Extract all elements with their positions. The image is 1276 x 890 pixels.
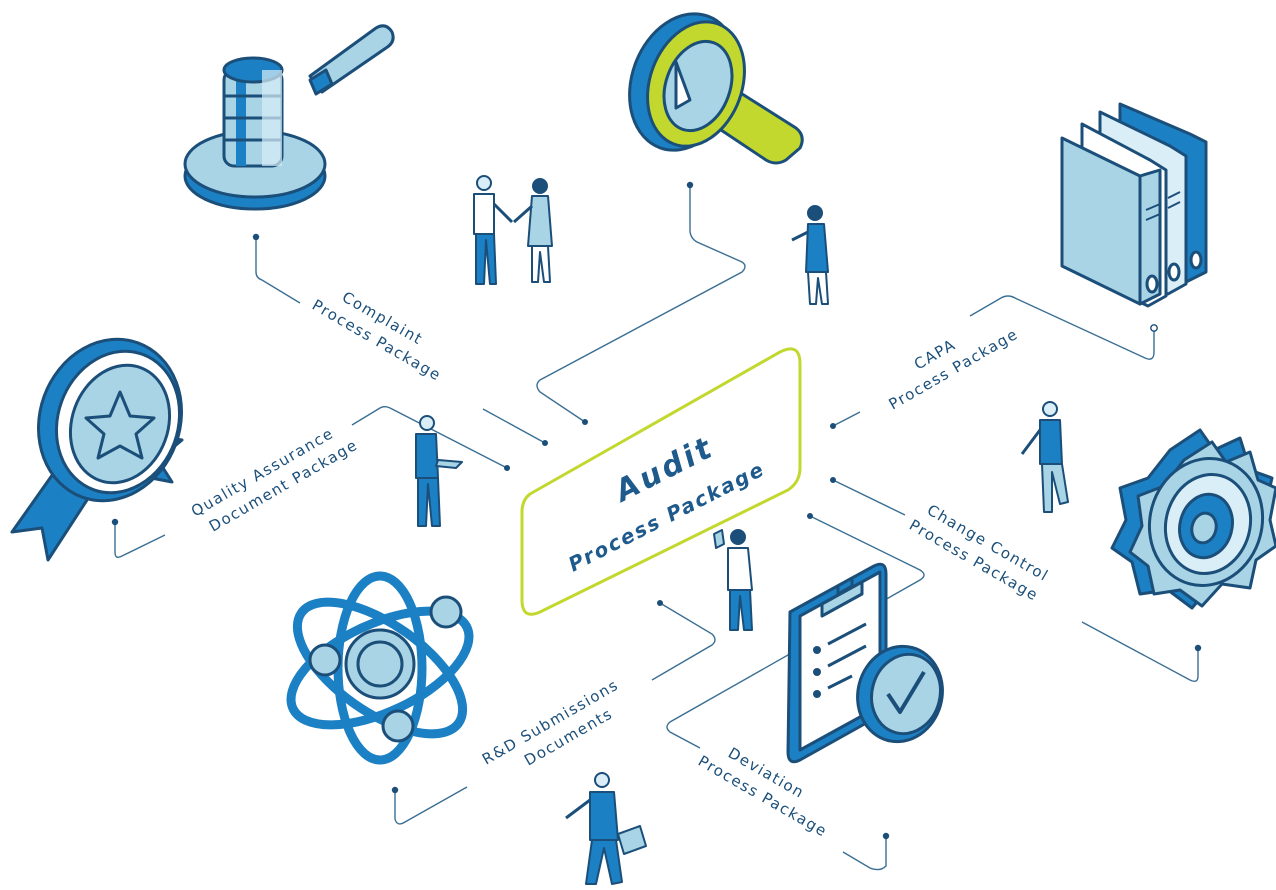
award-ribbon-icon bbox=[10, 337, 184, 562]
connector-capa-inner bbox=[832, 411, 861, 427]
atom-icon bbox=[286, 571, 474, 765]
connector-inspection bbox=[536, 186, 746, 423]
dot-change-control-inner bbox=[830, 477, 836, 483]
dot-deviation bbox=[882, 832, 890, 840]
dot-complaint-inner bbox=[542, 440, 548, 446]
person-handshake-woman bbox=[513, 178, 553, 283]
person-handshake-man bbox=[473, 175, 514, 285]
dot-capa bbox=[1150, 324, 1158, 332]
label-complaint: Complaint Process Package bbox=[309, 288, 445, 385]
dot-rnd-inner bbox=[657, 600, 663, 606]
connector-deviation-outer bbox=[842, 836, 887, 871]
dot-inspection bbox=[686, 181, 694, 189]
person-standing-woman bbox=[791, 205, 829, 305]
connector-quality-assurance-inner bbox=[351, 406, 508, 469]
connector-complaint-inner bbox=[482, 408, 546, 444]
magnifying-glass-icon bbox=[628, 12, 804, 165]
binders-icon bbox=[1060, 102, 1208, 308]
connector-quality-assurance bbox=[114, 522, 166, 559]
dot-change-control bbox=[1194, 644, 1202, 652]
connector-rnd bbox=[651, 602, 716, 681]
label-rnd: R&D Submissions Documents bbox=[479, 676, 622, 770]
connector-lines bbox=[114, 186, 1199, 871]
gavel-icon bbox=[183, 24, 395, 211]
label-quality-assurance: Quality Assurance Document Package bbox=[188, 424, 361, 535]
person-phone-woman bbox=[713, 529, 753, 631]
label-capa: CAPA Process Package bbox=[886, 325, 1022, 414]
clipboard-check-icon bbox=[786, 562, 944, 764]
dot-complaint bbox=[252, 233, 260, 241]
label-change-control: Change Control Process Package bbox=[906, 501, 1052, 605]
label-capa-line2: Process Package bbox=[886, 325, 1022, 414]
connector-rnd-outer bbox=[394, 786, 468, 825]
gear-icon bbox=[1110, 428, 1276, 610]
person-phone-man bbox=[1020, 401, 1069, 513]
dot-capa-inner bbox=[830, 423, 836, 429]
center-audit-box: Audit Process Package bbox=[520, 347, 802, 616]
dot-deviation-inner bbox=[807, 513, 813, 519]
dot-inspection-inner bbox=[582, 419, 588, 425]
connector-change-control bbox=[832, 479, 906, 516]
connector-change-control-outer bbox=[1081, 621, 1199, 683]
person-tablet-man bbox=[415, 415, 463, 527]
people-figures bbox=[415, 175, 1069, 885]
connector-dots bbox=[111, 181, 1202, 840]
connector-complaint bbox=[255, 238, 301, 304]
dot-quality-assurance-inner bbox=[504, 465, 510, 471]
person-briefcase-man bbox=[565, 772, 647, 885]
dot-rnd bbox=[391, 786, 399, 794]
dot-quality-assurance bbox=[111, 518, 119, 526]
connector-capa bbox=[969, 295, 1155, 360]
